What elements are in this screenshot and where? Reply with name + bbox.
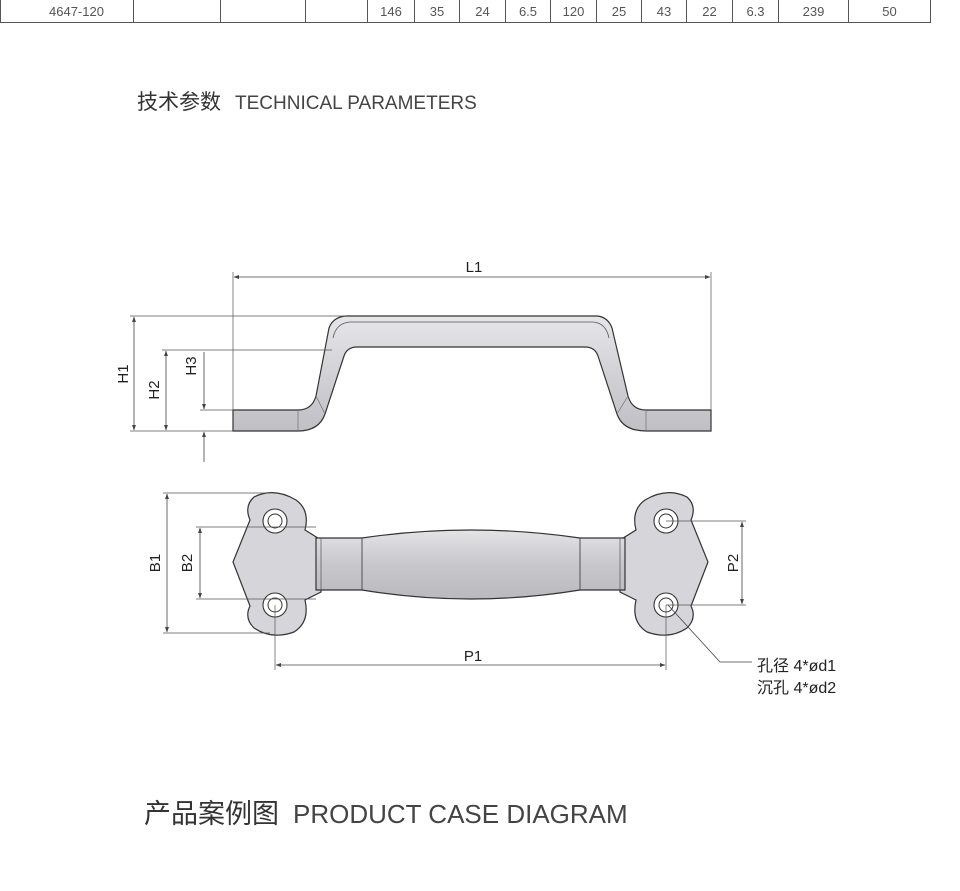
spec-table: 4647-120 146 35 24 6.5 120 25 43 22 6.3 … xyxy=(0,0,931,23)
spec-cell: 25 xyxy=(596,0,642,23)
spec-cell: 120 xyxy=(550,0,597,23)
label-h1: H1 xyxy=(115,364,132,383)
hole-note: 孔径 4*ød1 xyxy=(757,657,836,675)
spec-cell: 6.3 xyxy=(732,0,779,23)
spec-cell: 50 xyxy=(848,0,931,23)
label-h3: H3 xyxy=(183,356,200,375)
left-base-plate xyxy=(232,492,322,636)
right-base-plate xyxy=(619,492,709,636)
spec-cell: 6.5 xyxy=(505,0,551,23)
hole-leader-line xyxy=(667,604,752,663)
mounting-hole-icon xyxy=(262,508,288,534)
title-en: PRODUCT CASE DIAGRAM xyxy=(293,799,628,829)
title-cn: 产品案例图 xyxy=(144,799,279,830)
spec-cell: 22 xyxy=(686,0,733,23)
product-case-title: 产品案例图 PRODUCT CASE DIAGRAM xyxy=(144,792,628,831)
grip-body xyxy=(315,529,626,600)
title-en: TECHNICAL PARAMETERS xyxy=(235,93,477,114)
label-b1: B1 xyxy=(147,554,164,572)
handle-side-profile xyxy=(232,315,712,432)
spec-cell: 43 xyxy=(641,0,687,23)
spec-cell: 24 xyxy=(459,0,506,23)
bend-line xyxy=(315,395,326,415)
model-cell: 4647-120 xyxy=(0,0,134,23)
side-view: L1 H1 H2 H3 xyxy=(115,259,712,462)
technical-parameters-title: 技术参数 TECHNICAL PARAMETERS xyxy=(137,86,477,116)
title-cn: 技术参数 xyxy=(137,90,221,114)
top-view: B1 B2 P2 P1 孔径 4*ød1 沉孔 4*ød2 xyxy=(147,492,836,697)
label-h2: H2 xyxy=(146,380,163,399)
spec-table-row: 4647-120 146 35 24 6.5 120 25 43 22 6.3 … xyxy=(0,0,931,23)
label-p2: P2 xyxy=(725,554,742,572)
spec-cell: 35 xyxy=(414,0,460,23)
grip-edge-line xyxy=(332,321,610,339)
bend-line xyxy=(616,395,629,415)
countersink-note: 沉孔 4*ød2 xyxy=(757,679,836,697)
spec-cell: 239 xyxy=(778,0,849,23)
label-b2: B2 xyxy=(179,554,196,572)
label-l1: L1 xyxy=(466,259,483,276)
label-p1: P1 xyxy=(464,648,482,665)
